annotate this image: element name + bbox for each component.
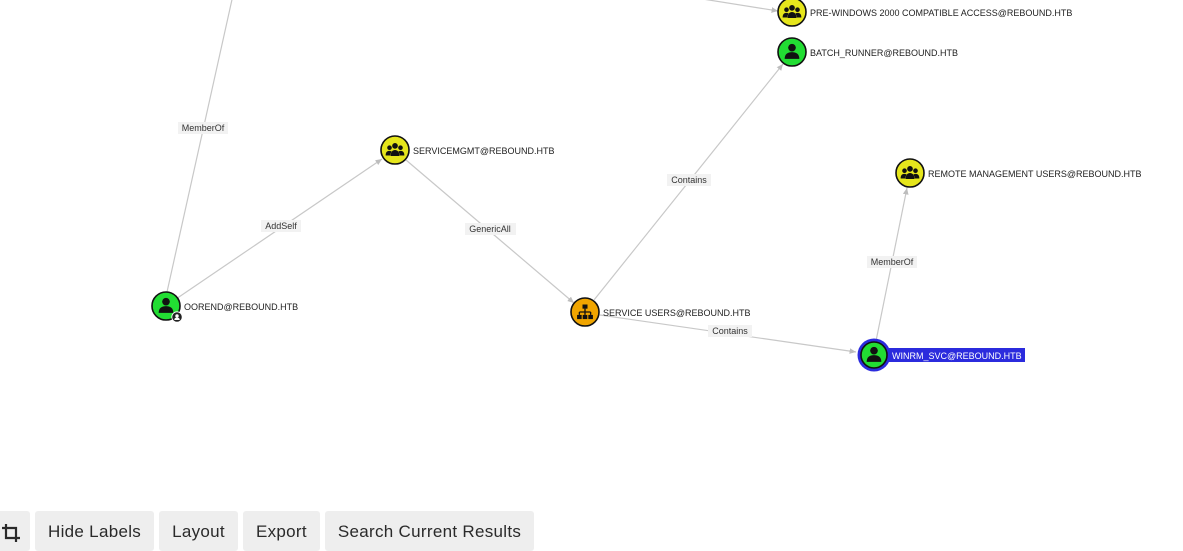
crop-icon — [2, 524, 20, 542]
node-label: BATCH_RUNNER@REBOUND.HTB — [810, 48, 958, 58]
node-label: REMOTE MANAGEMENT USERS@REBOUND.HTB — [928, 169, 1142, 179]
hide-labels-button[interactable]: Hide Labels — [35, 511, 155, 551]
svg-text:AddSelf: AddSelf — [265, 221, 297, 231]
edge-label-contains-2: Contains — [708, 325, 752, 337]
node-servicemgmt[interactable]: SERVICEMGMT@REBOUND.HTB — [380, 135, 554, 165]
svg-text:Contains: Contains — [712, 326, 748, 336]
crop-button[interactable] — [0, 511, 30, 551]
edge-offscreen-prewin[interactable] — [690, 0, 779, 13]
node-label: SERVICE USERS@REBOUND.HTB — [603, 308, 751, 318]
node-winrm-svc[interactable]: WINRM_SVC@REBOUND.HTB — [857, 338, 1026, 372]
svg-text:GenericAll: GenericAll — [469, 224, 511, 234]
svg-text:MemberOf: MemberOf — [871, 257, 914, 267]
layout-button[interactable]: Layout — [159, 511, 238, 551]
node-label: WINRM_SVC@REBOUND.HTB — [892, 351, 1022, 361]
edge-label-memberof-2: MemberOf — [867, 256, 917, 268]
edge-label-contains-1: Contains — [667, 174, 711, 186]
edge-label-genericall: GenericAll — [465, 223, 516, 235]
svg-text:Contains: Contains — [671, 175, 707, 185]
selected-label-highlight — [889, 348, 1025, 362]
node-batch-runner[interactable]: BATCH_RUNNER@REBOUND.HTB — [777, 37, 958, 67]
search-current-results-button[interactable]: Search Current Results — [324, 511, 535, 551]
node-label: PRE-WINDOWS 2000 COMPATIBLE ACCESS@REBOU… — [810, 8, 1072, 18]
node-remote-management-users[interactable]: REMOTE MANAGEMENT USERS@REBOUND.HTB — [895, 158, 1142, 188]
export-button[interactable]: Export — [242, 511, 320, 551]
owned-badge-icon — [171, 311, 183, 323]
svg-text:MemberOf: MemberOf — [182, 123, 225, 133]
edge-label-addself: AddSelf — [261, 220, 301, 232]
node-service-users[interactable]: SERVICE USERS@REBOUND.HTB — [570, 297, 751, 327]
edge-memberof-oorend-offscreen[interactable] — [166, 0, 233, 293]
node-label: SERVICEMGMT@REBOUND.HTB — [413, 146, 554, 156]
edge-label-memberof-1: MemberOf — [178, 122, 228, 134]
node-prewindows-2000-compatible-access[interactable]: PRE-WINDOWS 2000 COMPATIBLE ACCESS@REBOU… — [777, 0, 1072, 27]
node-oorend[interactable]: OOREND@REBOUND.HTB — [151, 291, 298, 323]
graph-toolbar: Hide Labels Layout Export Search Current… — [0, 511, 535, 551]
node-label: OOREND@REBOUND.HTB — [184, 302, 298, 312]
